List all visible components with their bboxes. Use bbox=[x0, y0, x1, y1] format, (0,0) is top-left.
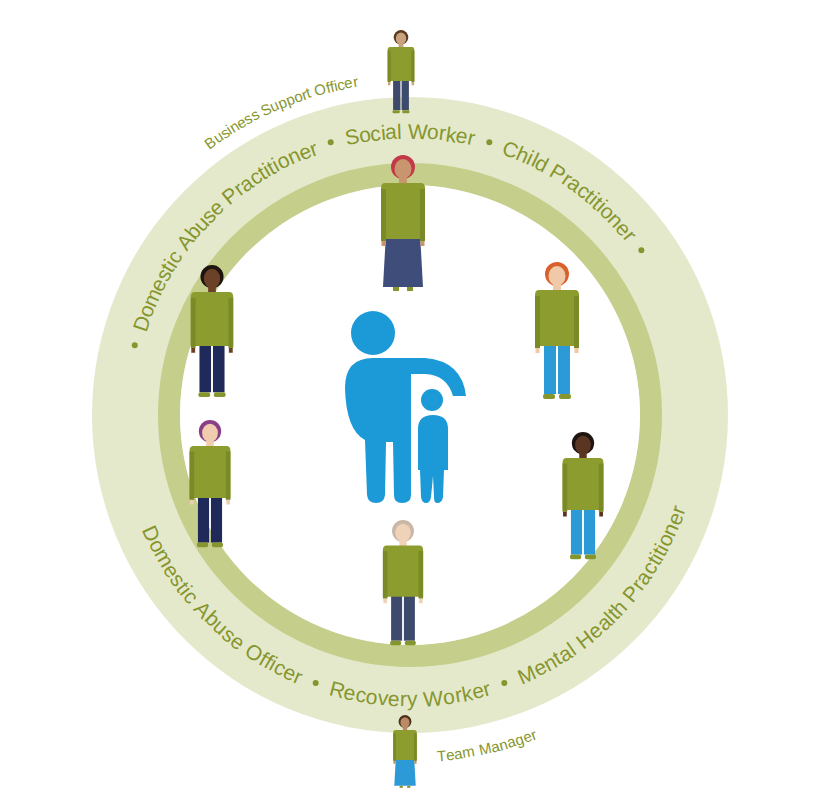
label-letter bbox=[402, 120, 408, 141]
role-label: Recovery Worker bbox=[327, 677, 493, 709]
role-label: Child Practitioner bbox=[500, 137, 641, 245]
label-letter: a bbox=[385, 121, 398, 143]
separator-dot bbox=[638, 247, 644, 253]
role-label: Domestic Abuse Officer bbox=[139, 522, 306, 687]
child-body bbox=[418, 415, 448, 503]
label-letter: e bbox=[388, 688, 401, 710]
family-logo bbox=[345, 311, 466, 503]
label-letter: W bbox=[407, 120, 427, 142]
person-figure bbox=[191, 265, 233, 397]
separator-dot bbox=[486, 139, 492, 145]
person-figure bbox=[190, 420, 231, 547]
team-figures bbox=[190, 30, 604, 788]
person-figure bbox=[383, 520, 423, 645]
adult-head bbox=[351, 311, 395, 355]
separator-dot bbox=[328, 139, 334, 145]
person-figure bbox=[535, 262, 579, 399]
person-figure bbox=[381, 155, 425, 291]
role-label: Team Manager bbox=[436, 726, 538, 763]
separator-dot bbox=[132, 342, 138, 348]
label-letter: r bbox=[400, 688, 407, 709]
label-letter: W bbox=[423, 687, 444, 710]
inner-disc bbox=[180, 185, 640, 645]
role-label: Domestic Abuse Practitioner bbox=[129, 137, 320, 334]
label-letter: y bbox=[407, 688, 418, 709]
label-letter: m bbox=[461, 743, 476, 760]
inner-ring bbox=[169, 174, 651, 656]
role-label: Social Worker bbox=[343, 120, 477, 148]
person-figure bbox=[393, 715, 417, 788]
label-letter: l bbox=[397, 121, 402, 142]
separator-dot bbox=[313, 680, 319, 686]
label-letter: v bbox=[377, 687, 389, 709]
adult-body bbox=[345, 358, 466, 503]
role-label: Mental Health Practitioner bbox=[514, 503, 689, 687]
person-figure bbox=[563, 432, 604, 559]
role-label: Business Support Officer bbox=[202, 74, 359, 152]
person-figure bbox=[388, 30, 415, 113]
child-head bbox=[421, 389, 443, 411]
outer-disc bbox=[92, 97, 728, 733]
separator-dot bbox=[501, 680, 507, 686]
separator-dots bbox=[132, 139, 645, 686]
